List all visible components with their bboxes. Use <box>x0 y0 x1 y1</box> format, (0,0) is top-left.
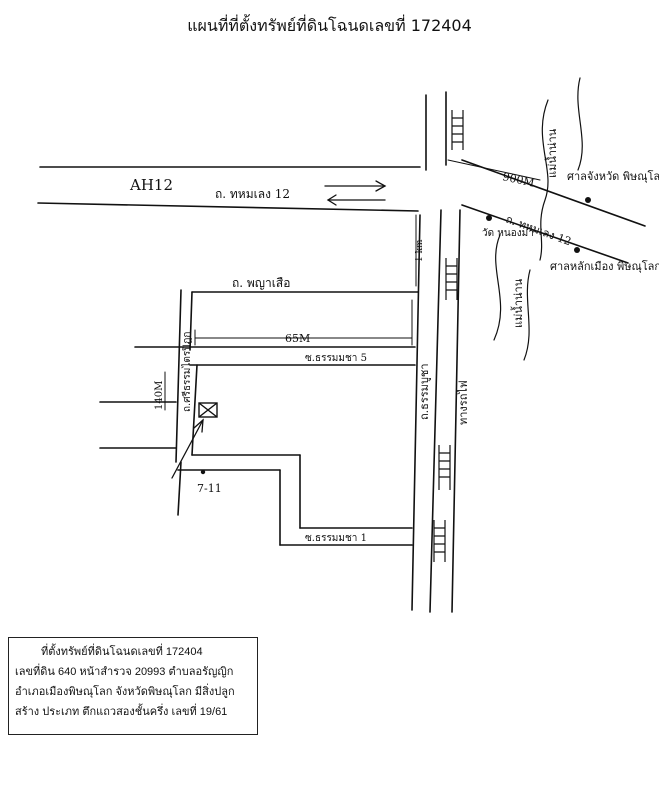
label-road-sri: ถ.ศรีธรรมไตรปิฎก <box>181 332 193 412</box>
info-line-4: สร้าง ประเภท ตึกแถวสองชั้นครึ่ง เลขที่ 1… <box>15 706 228 718</box>
label-highway: AH12 <box>129 176 173 194</box>
property-info-box: ที่ตั้งทรัพย์ที่ดินโฉนดเลขที่ 172404 เลข… <box>8 637 258 735</box>
main-road-left-inner <box>429 209 442 613</box>
shrine-dot-icon <box>585 197 591 203</box>
label-shrine-upper-text: ศาลจังหวัด พิษณุโลก <box>567 169 659 183</box>
label-road-thammabucha: ถ.ธรรมบูชา <box>418 363 431 420</box>
info-line-3: อำเภอเมืองพิษณุโลก จังหวัดพิษณุโลก มีสิ่… <box>15 686 235 698</box>
road-phaya-left <box>189 291 193 351</box>
label-900m: 900M <box>501 170 535 189</box>
highway-edge-bottom <box>37 202 419 212</box>
river-lower-bank <box>523 269 531 361</box>
main-road-right <box>451 209 461 613</box>
label-road-top-left: ถ. ทหมเลง 12 <box>215 187 290 201</box>
river-lower <box>493 234 502 341</box>
label-7-11: 7-11 <box>197 482 222 495</box>
main-road-left <box>411 214 421 611</box>
property-marker-icon <box>198 402 218 418</box>
store-dot-icon <box>200 469 206 475</box>
railway-track <box>433 110 464 562</box>
page-title: แผนที่ที่ตั้งทรัพย์ที่ดินโฉนดเลขที่ 1724… <box>187 16 472 35</box>
river-upper <box>539 99 549 261</box>
highway-right-edge-bottom <box>461 204 629 264</box>
highway-right-edge-top <box>461 159 646 227</box>
label-65m: 65M <box>285 332 310 345</box>
temple-dot-icon <box>486 215 492 221</box>
river-upper-bank <box>577 77 583 171</box>
label-temple: วัด หนองมา <box>482 228 534 239</box>
label-1km: 1 km <box>415 239 425 262</box>
dim-65m-ticks <box>194 299 413 346</box>
dim-900m <box>447 159 541 181</box>
road-sri-left <box>175 289 182 463</box>
shrine-dot-icon <box>574 247 580 253</box>
label-river-lower: แม่น้ำน่าน <box>510 278 525 328</box>
road-sri-lower <box>177 461 182 516</box>
label-road-phaya: ถ. พญาเสือ <box>232 276 290 290</box>
info-line-2: เลขที่ดิน 640 หน้าสำรวจ 20993 ตำบลอรัญญิ… <box>15 666 234 678</box>
property-pointer <box>171 419 204 479</box>
label-shrine-upper: ศาลจังหวัด พิษณุโลก <box>567 169 659 183</box>
label-railway: ทางรถไฟ <box>457 380 470 425</box>
label-soi-1: ซ.ธรรมมชา 1 <box>305 533 367 544</box>
info-line-1: ที่ตั้งทรัพย์ที่ดินโฉนดเลขที่ 172404 <box>41 646 203 658</box>
label-140m: 140M <box>154 381 165 410</box>
label-shrine-lower: ศาลหลักเมือง พิษณุโลก <box>550 259 659 273</box>
label-river-upper: แม่น้ำน่าน <box>544 128 559 178</box>
label-soi-5: ซ.ธรรมมชา 5 <box>305 353 367 364</box>
